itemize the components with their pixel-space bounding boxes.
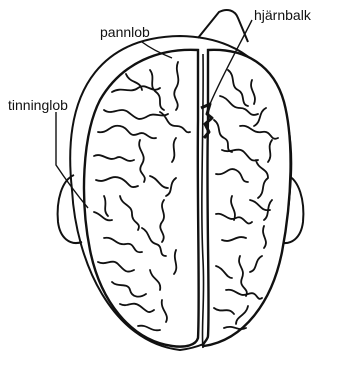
left-hemisphere <box>84 50 199 347</box>
label-hjarnbalk: hjärnbalk <box>254 7 312 23</box>
label-tinninglob: tinninglob <box>8 97 68 113</box>
right-hemisphere <box>203 50 291 346</box>
nose <box>198 10 248 42</box>
label-pannlob: pannlob <box>100 24 150 40</box>
longitudinal-fissure <box>202 54 204 348</box>
